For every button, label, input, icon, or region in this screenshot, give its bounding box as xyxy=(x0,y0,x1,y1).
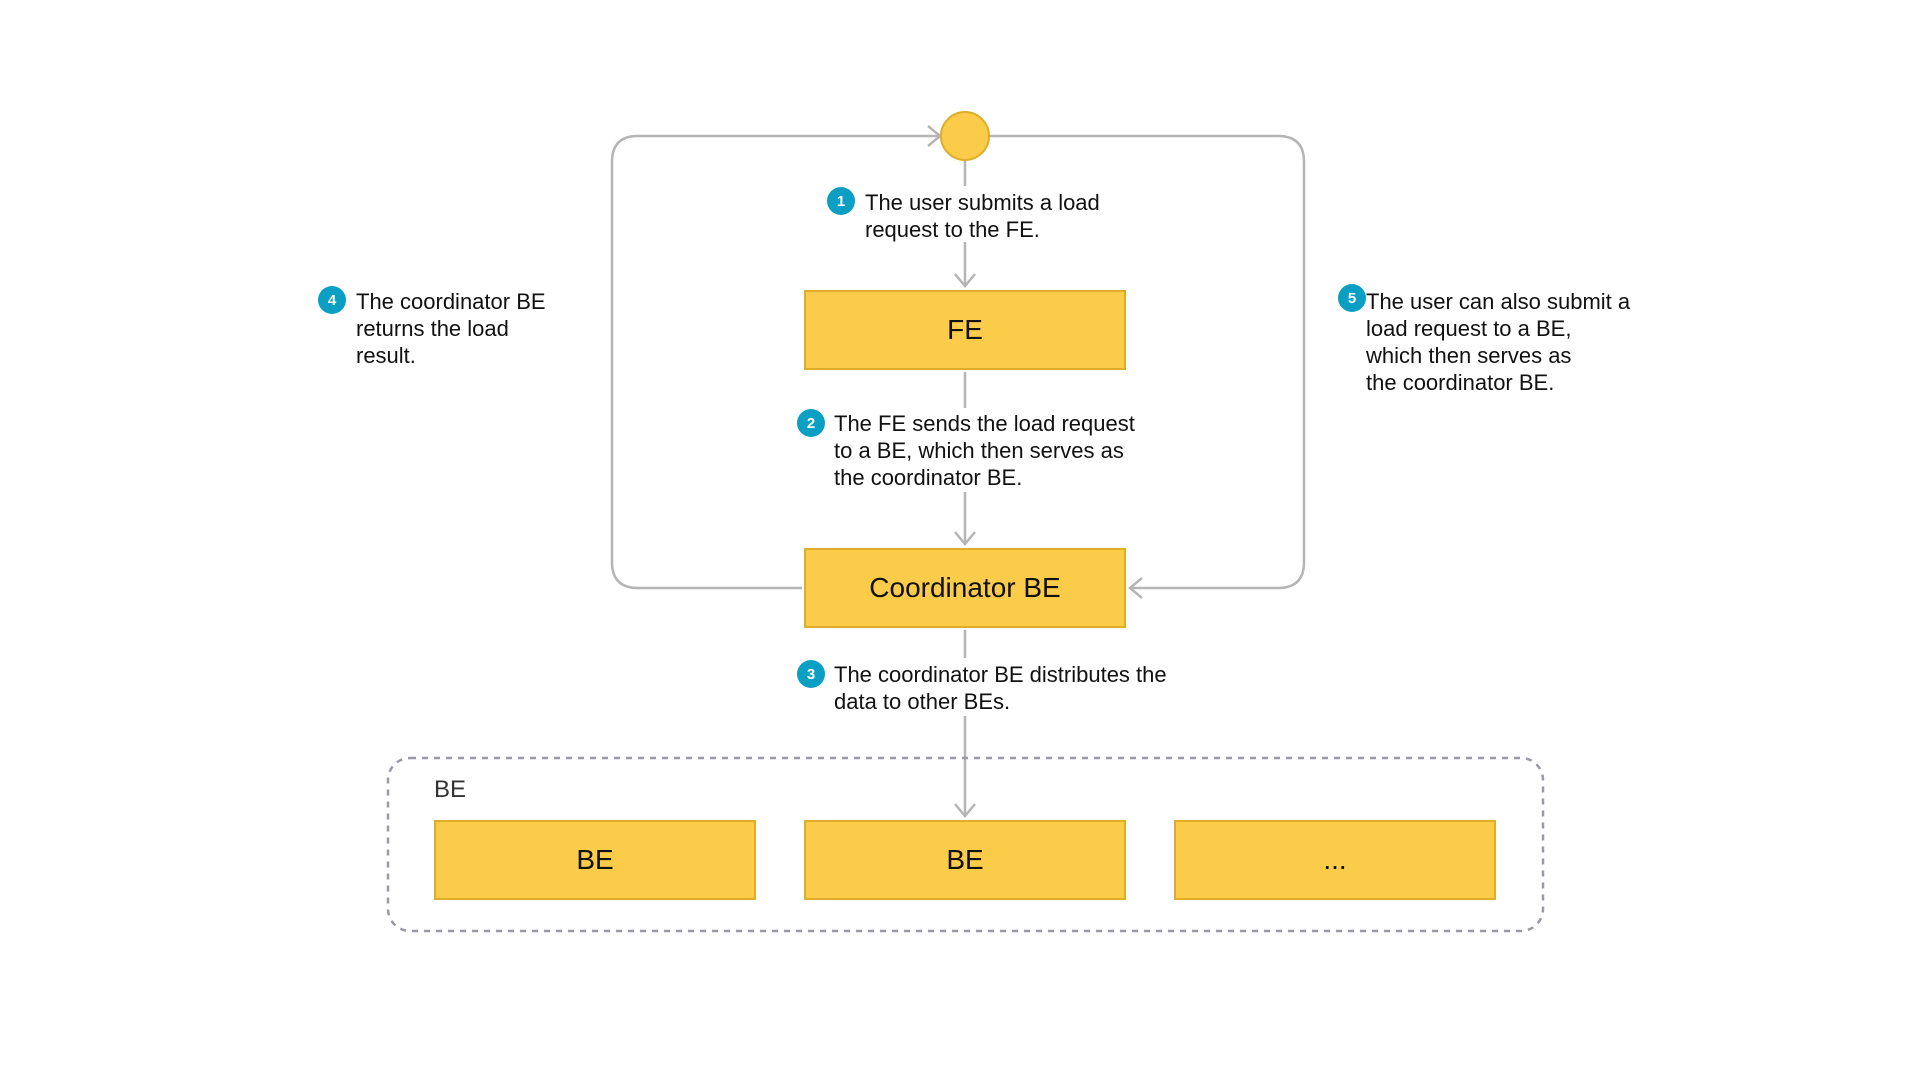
step-5-line-4: the coordinator BE. xyxy=(1366,370,1555,395)
step-2-badge: 2 xyxy=(797,409,825,437)
step-4-line-3: result. xyxy=(356,343,416,368)
coordinator-be-node: Coordinator BE xyxy=(804,548,1126,628)
submit-arrowhead xyxy=(954,273,976,288)
step-5-line-1: The user can also submit a xyxy=(1366,289,1631,314)
step-4-text: The coordinator BE returns the load resu… xyxy=(356,288,546,369)
step-2-line-2: to a BE, which then serves as xyxy=(834,438,1124,463)
step-3-line-2: data to other BEs. xyxy=(834,689,1011,714)
step-5-text: The user can also submit a load request … xyxy=(1366,288,1630,396)
step-5-line-2: load request to a BE, xyxy=(1366,316,1572,341)
step-2-text: The FE sends the load request to a BE, w… xyxy=(834,410,1135,491)
direct-submit-connector xyxy=(988,134,1306,590)
step-5-line-3: which then serves as xyxy=(1366,343,1572,368)
return-result-connector xyxy=(610,134,940,590)
dispatch-arrowhead xyxy=(954,531,976,546)
step-3-line-1: The coordinator BE distributes the xyxy=(834,662,1167,687)
step-3-text: The coordinator BE distributes the data … xyxy=(834,661,1167,715)
user-start-node xyxy=(940,111,990,161)
step-4-line-2: returns the load xyxy=(356,316,509,341)
distribute-arrowhead xyxy=(954,803,976,818)
step-1-line-1: The user submits a load xyxy=(865,190,1100,215)
step-1-line-2: request to the FE. xyxy=(865,217,1040,242)
step-4-line-1: The coordinator BE xyxy=(356,289,546,314)
be-group-container xyxy=(386,756,1545,933)
be-group-label: BE xyxy=(434,776,467,803)
be-node-2: BE xyxy=(804,820,1126,900)
be-node-more: ... xyxy=(1174,820,1496,900)
step-2-line-3: the coordinator BE. xyxy=(834,465,1023,490)
step-1-text: The user submits a load request to the F… xyxy=(865,189,1100,243)
direct-submit-arrowhead xyxy=(1128,577,1143,599)
step-5-badge: 5 xyxy=(1338,284,1366,312)
step-3-badge: 3 xyxy=(797,660,825,688)
step-2-line-1: The FE sends the load request xyxy=(834,411,1135,436)
fe-node: FE xyxy=(804,290,1126,370)
step-4-badge: 4 xyxy=(318,286,346,314)
be-node-1: BE xyxy=(434,820,756,900)
step-1-badge: 1 xyxy=(827,187,855,215)
